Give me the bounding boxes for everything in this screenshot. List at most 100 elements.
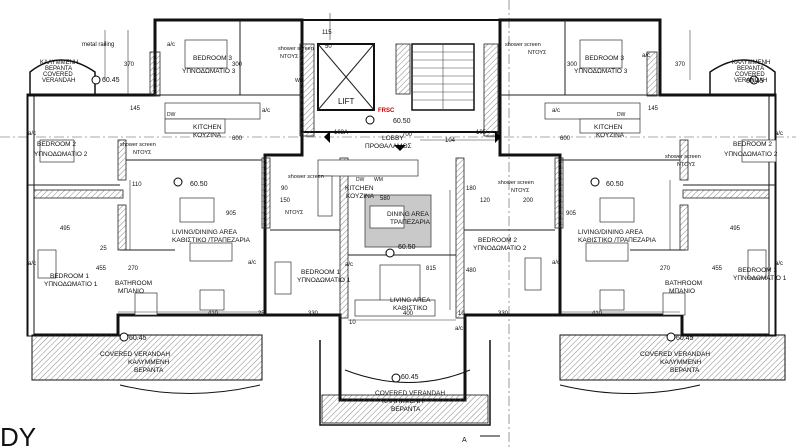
- bedroom3-left-gr: ΥΠΝΟΔΩΜΑΤΙΟ 3: [182, 68, 236, 75]
- bedroom3-left-en: BEDROOM 3: [193, 55, 232, 62]
- living-dining-left-gr: ΚΑΘΙΣΤΙΚΟ /ΤΡΑΠΕΖΑΡΙΑ: [172, 237, 251, 244]
- veranda-left-line2: ΒΕΡΑΝΤΑ: [45, 66, 72, 72]
- dimension-label: 180: [466, 186, 477, 192]
- ntous-3: ΝΤΟΥΣ: [528, 50, 547, 56]
- dining-center-en: DINING AREA: [387, 211, 430, 218]
- wm-tag: WM: [295, 78, 304, 84]
- kitchen-center-gr: ΚΟΥΖΙΝΑ: [346, 193, 375, 200]
- bathroom-right-gr: ΜΠΑΝΙΟ: [669, 288, 695, 295]
- covered-verandah-center: COVERED VERANDAH: [375, 390, 445, 397]
- bedroom1-left-gr: ΥΠΝΟΔΩΜΑΤΙΟ 1: [44, 281, 98, 288]
- ac-tag: a/c: [552, 108, 560, 114]
- ac-tag: a/c: [775, 131, 783, 137]
- dimension-label: 600: [232, 136, 243, 142]
- dimension-label: 104: [445, 138, 456, 144]
- dimension-label: 455: [96, 266, 107, 272]
- dining-center-gr: ΤΡΑΠΕΖΑΡΙΑ: [390, 219, 431, 226]
- dimension-label: 90: [281, 186, 288, 192]
- veranda-right-line4: VERANDAH: [734, 78, 767, 84]
- dimension-lines: [118, 13, 680, 321]
- kitchen-counters: [164, 102, 641, 217]
- dimension-label: 270: [128, 266, 139, 272]
- bedroom2-left-gr: ΥΠΝΟΔΩΜΑΤΙΟ 2: [34, 151, 88, 158]
- dimension-label: 300: [232, 62, 243, 68]
- labels: metal railing ΚΑΛΥΜΜΕΝΗ ΒΕΡΑΝΤΑ COVERED …: [0, 30, 787, 448]
- veranta-center: ΒΕΡΑΝΤΑ: [391, 406, 421, 413]
- living-center-gr: ΚΑΘΙΣΤΙΚΟ: [393, 305, 427, 312]
- dimension-label: 50: [325, 44, 332, 50]
- level-6050: 60.50: [398, 244, 416, 251]
- dimension-label: 103A: [334, 130, 348, 136]
- kitchen-left-gr: ΚΟΥΖΙΝΑ: [193, 132, 222, 139]
- dimension-label: 25: [258, 311, 265, 317]
- dw-tag: DW: [617, 112, 626, 118]
- ntous-4: ΝΤΟΥΣ: [677, 162, 696, 168]
- partial-word: DY: [0, 422, 36, 448]
- lobby-gr: ΠΡΟΘΑΛΑΜΟΣ: [365, 143, 412, 150]
- level-6050: 60.50: [190, 181, 208, 188]
- dimension-label: 105: [476, 130, 487, 136]
- bedroom2-right-en: BEDROOM 2: [733, 141, 772, 148]
- ac-tag: a/c: [28, 261, 36, 267]
- level-6050: 60.50: [606, 181, 624, 188]
- dimension-label: 145: [130, 106, 141, 112]
- shower-screen-5: shower screen: [498, 180, 534, 186]
- ntous-5: ΝΤΟΥΣ: [511, 188, 530, 194]
- dimension-label: 145: [648, 106, 659, 112]
- ac-tag: a/c: [552, 260, 560, 266]
- kalymmeni-left: ΚΑΛΥΜΜΕΝΗ: [128, 359, 170, 366]
- bedroom3-right-en: BEDROOM 3: [585, 55, 624, 62]
- shower-screen-3: shower screen: [505, 42, 541, 48]
- structural-walls: [26, 18, 777, 402]
- level-6050: 60.50: [393, 118, 411, 125]
- kitchen-right-en: KITCHEN: [594, 124, 623, 131]
- ac-tag: a/c: [345, 262, 353, 268]
- living-center-en: LIVING AREA: [390, 297, 431, 304]
- dimension-label: 270: [660, 266, 671, 272]
- dimension-label: 400: [403, 311, 414, 317]
- bedroom2-center-en: BEDROOM 2: [478, 237, 517, 244]
- furniture: [37, 39, 777, 317]
- veranda-right-line1: ΚΑΛΥΜΜΕΝΗ: [732, 60, 770, 66]
- veranda-right-line2: ΒΕΡΑΝΤΑ: [737, 66, 764, 72]
- living-dining-right-gr: ΚΑΘΙΣΤΙΚΟ /ΤΡΑΠΕΖΑΡΙΑ: [578, 237, 657, 244]
- dimension-label: 495: [730, 226, 741, 232]
- ac-tag: a/c: [455, 326, 463, 332]
- kitchen-center-en: KITCHEN: [345, 185, 374, 192]
- veranta-left: ΒΕΡΑΝΤΑ: [134, 367, 164, 374]
- dimension-label: 905: [226, 211, 237, 217]
- dimension-label: 370: [675, 62, 686, 68]
- bedroom1-right-gr: ΥΠΝΟΔΩΜΑΤΙΟ 1: [733, 275, 787, 282]
- ac-tag: a/c: [248, 260, 256, 266]
- kitchen-right-gr: ΚΟΥΖΙΝΑ: [596, 132, 625, 139]
- living-dining-left-en: LIVING/DINING AREA: [172, 229, 238, 236]
- bedroom1-right-en: BEDROOM 1: [738, 267, 777, 274]
- dimension-label: 330: [308, 311, 319, 317]
- dimension-label: 120: [480, 198, 491, 204]
- shower-screen-4: shower screen: [665, 154, 701, 160]
- lift-label: LIFT: [338, 97, 355, 106]
- dimension-label: 10: [349, 320, 356, 326]
- bathroom-left-gr: ΜΠΑΝΙΟ: [118, 288, 144, 295]
- shower-screen-6: shower screen: [288, 174, 324, 180]
- veranda-right-line3: COVERED: [735, 72, 765, 78]
- living-dining-right-en: LIVING/DINING AREA: [578, 229, 644, 236]
- dimension-label: 815: [426, 266, 437, 272]
- bathroom-left-en: BATHROOM: [115, 280, 152, 287]
- dimension-label: 110: [132, 182, 142, 188]
- kalymmeni-right: ΚΑΛΥΜΜΕΝΗ: [660, 359, 702, 366]
- veranda-left-line3: COVERED: [43, 72, 73, 78]
- metal-railing-label: metal railing: [82, 42, 114, 48]
- bedroom2-center-gr: ΥΠΝΟΔΩΜΑΤΙΟ 2: [473, 245, 527, 252]
- ntous-2: ΝΤΟΥΣ: [280, 54, 299, 60]
- bedroom1-left-en: BEDROOM 1: [50, 273, 89, 280]
- bedroom1-center-en: BEDROOM 1: [301, 269, 340, 276]
- dimension-label: 580: [380, 196, 391, 202]
- shower-screen-1: shower screen: [120, 142, 156, 148]
- kitchen-left-en: KITCHEN: [193, 124, 222, 131]
- covered-verandah-right: COVERED VERANDAH: [640, 351, 710, 358]
- partitions: [28, 20, 775, 256]
- level-6045: 60.45: [746, 78, 764, 85]
- bedroom2-right-gr: ΥΠΝΟΔΩΜΑΤΙΟ 2: [724, 151, 778, 158]
- veranda-left-line1: ΚΑΛΥΜΜΕΝΗ: [40, 60, 78, 66]
